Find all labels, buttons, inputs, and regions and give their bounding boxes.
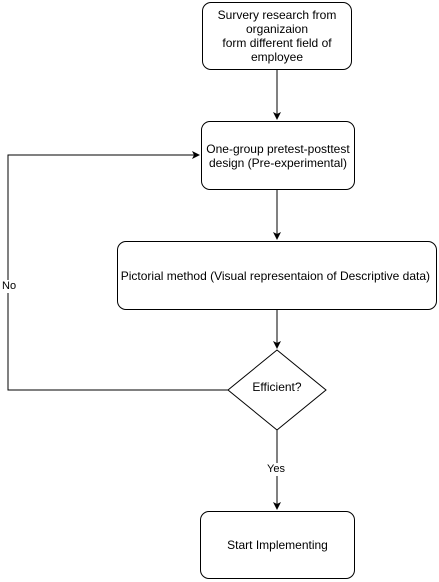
node-start-implementing: Start Implementing — [200, 511, 355, 579]
node-survey-line-2: organizaion — [245, 22, 309, 36]
node-survey-line-1: Survery research from — [217, 8, 337, 22]
node-pictorial-label: Pictorial method (Visual representaion o… — [120, 268, 430, 283]
edge-label-no: No — [1, 280, 18, 293]
node-survey-line-4: employee — [250, 50, 304, 64]
node-survey-research: Survery research from organizaion form d… — [202, 2, 352, 70]
node-design-line-2: design (Pre-experimental) — [208, 155, 348, 170]
node-implement-label: Start Implementing — [227, 538, 328, 552]
connector-decision-no-to-design — [7, 151, 228, 391]
node-pictorial-method: Pictorial method (Visual representaion o… — [117, 241, 437, 310]
decision-label: Efficient? — [252, 380, 302, 394]
node-design-line-1: One-group pretest-posttest — [206, 141, 350, 156]
edge-label-yes: Yes — [266, 463, 286, 476]
node-pretest-posttest-design: One-group pretest-posttest design (Pre-e… — [201, 121, 355, 190]
node-survey-line-3: form different field of — [222, 36, 332, 50]
